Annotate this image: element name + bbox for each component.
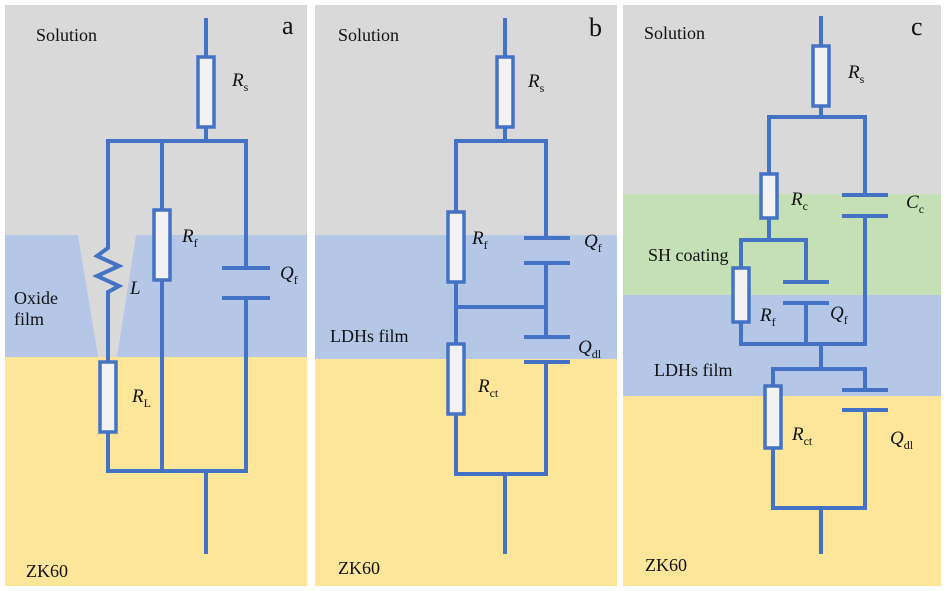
panel-letter: b [589, 13, 602, 42]
substrate-label: ZK60 [26, 561, 68, 581]
label-rl: RL [131, 386, 151, 410]
label-qdl: Qdl [890, 428, 914, 452]
solution-region [315, 5, 617, 235]
panel-letter: a [282, 11, 294, 40]
label-rc: Rc [790, 189, 808, 213]
circuit-wires [454, 18, 548, 554]
resistor-rs [811, 44, 831, 108]
resistor-rf [446, 210, 466, 284]
label-rct: Rct [477, 376, 499, 400]
film-label-line1: Oxide [14, 288, 58, 308]
solution-label: Solution [338, 25, 399, 45]
resistor-rct [763, 384, 783, 450]
panel-c: Solution c SH coating LDHs film ZK60 Rs … [623, 5, 941, 586]
label-rs: Rs [527, 71, 545, 95]
solution-region [5, 5, 307, 235]
label-rct: Rct [791, 424, 813, 448]
circuit-wires [106, 18, 248, 554]
panel-b: Solution b LDHs film ZK60 Rs Rf Qf Qdl R… [315, 5, 617, 586]
panel-letter: c [911, 12, 923, 41]
resistor-rc [759, 172, 779, 220]
film-label: LDHs film [330, 326, 409, 346]
solution-region [623, 5, 941, 194]
label-qdl: Qdl [578, 337, 602, 361]
film-label: LDHs film [654, 360, 733, 380]
sh-coating-region [623, 194, 941, 295]
film-label-line2: film [14, 309, 44, 329]
label-l: L [129, 278, 141, 299]
label-rf: Rf [181, 226, 198, 250]
label-cc: Cc [906, 192, 924, 216]
resistor-rs [495, 55, 515, 129]
panel-a: Solution a Oxide film ZK60 Rs Rf Qf L RL [5, 5, 307, 586]
substrate-label: ZK60 [645, 555, 687, 575]
circuit-wires [739, 16, 867, 554]
inductor-l [92, 230, 124, 306]
resistor-rf [731, 266, 751, 324]
resistor-rct [446, 342, 466, 416]
label-qf: Qf [830, 303, 848, 327]
label-qf: Qf [280, 263, 298, 287]
substrate-label: ZK60 [338, 558, 380, 578]
label-rf: Rf [759, 305, 776, 329]
resistor-rl [98, 360, 118, 434]
label-rs: Rs [231, 70, 249, 94]
solution-label: Solution [644, 23, 705, 43]
coating-label: SH coating [648, 245, 729, 265]
label-rs: Rs [847, 62, 865, 86]
label-rf: Rf [471, 228, 488, 252]
label-qf: Qf [584, 231, 602, 255]
solution-label: Solution [36, 25, 97, 45]
resistor-rf [152, 208, 172, 282]
resistor-rs [196, 55, 216, 129]
